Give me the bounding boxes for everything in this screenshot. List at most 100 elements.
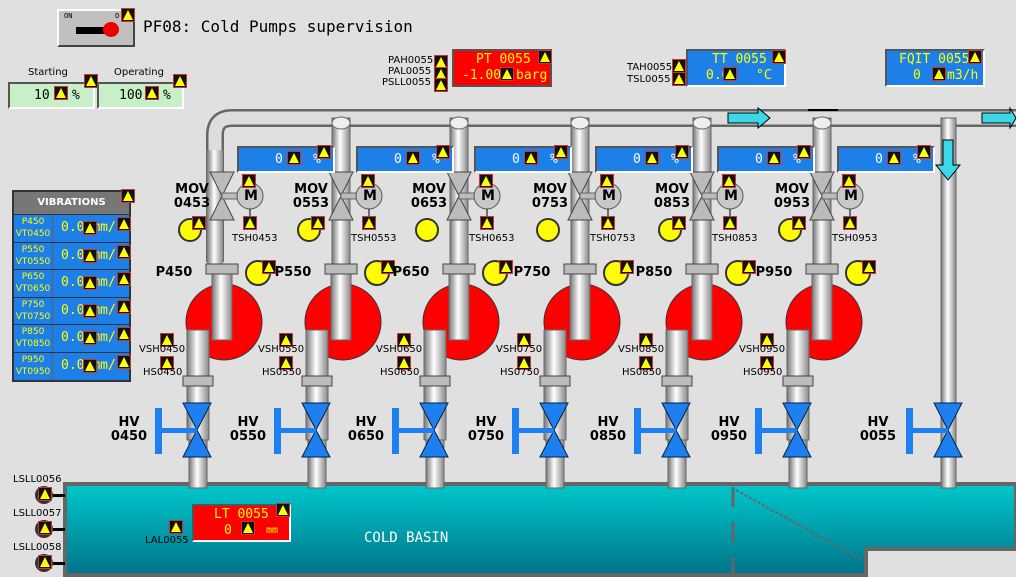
warning-icon xyxy=(117,272,131,287)
fqit-unit: m3/h xyxy=(947,68,979,83)
vibration-tag: VT0550 xyxy=(15,256,51,267)
mov-text: MOV xyxy=(294,182,328,197)
warning-icon xyxy=(38,487,52,501)
mov-position-display[interactable]: 0 % xyxy=(837,146,935,173)
warning-icon xyxy=(241,521,255,535)
warning-icon xyxy=(517,333,531,347)
mov-position-value: 0 xyxy=(633,152,641,167)
hand-valve-handle xyxy=(512,408,519,454)
warning-icon xyxy=(117,354,131,369)
warning-icon xyxy=(117,299,131,314)
lt-unit: mm xyxy=(266,525,279,536)
hand-valve-hv0055-handle xyxy=(906,408,913,454)
hs-label: HS0450 xyxy=(143,367,183,378)
warning-icon xyxy=(276,503,290,517)
basin-label: COLD BASIN xyxy=(364,530,449,546)
warning-icon xyxy=(311,216,325,230)
flange xyxy=(324,263,358,275)
pump-label[interactable]: P950 xyxy=(755,265,793,280)
vibration-pump: P650 xyxy=(21,272,45,283)
pump-label[interactable]: P550 xyxy=(274,265,312,280)
warning-icon xyxy=(83,331,97,346)
pump-label[interactable]: P450 xyxy=(155,265,193,280)
warning-icon xyxy=(54,86,68,100)
hv-id: 0550 xyxy=(229,429,267,444)
alarm-tah: TAH0055 xyxy=(627,62,673,73)
mov-position-value: 0 xyxy=(394,152,402,167)
warning-icon xyxy=(842,174,856,188)
warning-icon xyxy=(742,260,756,274)
vibration-pump: P750 xyxy=(21,299,45,310)
vibration-value: 0.0 xyxy=(61,330,85,346)
vibration-unit: mm/s xyxy=(92,275,124,291)
flange xyxy=(539,375,571,387)
pump-label[interactable]: P750 xyxy=(513,265,551,280)
vibration-pump: P450 xyxy=(21,217,45,227)
starting-setpoint[interactable]: 10 % xyxy=(8,82,95,109)
warning-icon xyxy=(524,151,538,165)
vibration-unit: mm/s xyxy=(92,330,124,346)
start-stop-switch[interactable]: ON O xyxy=(57,9,135,47)
warning-icon xyxy=(279,356,293,370)
warning-icon xyxy=(722,174,736,188)
mov-position-unit: % xyxy=(550,152,558,167)
vibration-value: 0.0 xyxy=(61,302,85,318)
vsh-label: VSH0850 xyxy=(618,344,665,355)
mov-id: 0553 xyxy=(292,196,330,211)
tsh-label: TSH0953 xyxy=(832,233,878,244)
warning-icon xyxy=(397,356,411,370)
lsll-label: LSLL0057 xyxy=(13,508,62,519)
warning-icon xyxy=(917,145,931,159)
warning-icon xyxy=(672,59,686,73)
hv-id: 0450 xyxy=(110,429,148,444)
vibrations-title: VIBRATIONS xyxy=(14,192,129,214)
pump-inlet xyxy=(211,269,233,341)
pump-label[interactable]: P650 xyxy=(392,265,430,280)
warning-icon xyxy=(160,333,174,347)
page-title: PF08: Cold Pumps supervision xyxy=(143,17,413,36)
warning-icon xyxy=(83,276,97,291)
warning-icon xyxy=(434,78,448,92)
warning-icon xyxy=(639,356,653,370)
mov-position-unit: % xyxy=(913,152,921,167)
hv-text: HV xyxy=(355,415,377,430)
warning-icon xyxy=(672,216,686,230)
pump-inlet xyxy=(330,269,352,341)
warning-icon xyxy=(601,216,615,230)
warning-icon xyxy=(242,174,256,188)
connector xyxy=(53,562,65,565)
pump-inlet xyxy=(691,269,713,341)
warning-icon xyxy=(645,151,659,165)
warning-icon xyxy=(279,333,293,347)
warning-icon xyxy=(169,520,183,534)
warning-icon xyxy=(760,333,774,347)
cold-basin xyxy=(63,482,1016,577)
pump-label[interactable]: P850 xyxy=(635,265,673,280)
warning-icon xyxy=(83,358,97,373)
operating-setpoint[interactable]: 100 % xyxy=(97,82,184,109)
vibration-value: 0.0 xyxy=(61,275,85,291)
pipe-cap xyxy=(570,116,590,130)
vibration-pump: P550 xyxy=(21,244,45,255)
warning-icon xyxy=(767,151,781,165)
